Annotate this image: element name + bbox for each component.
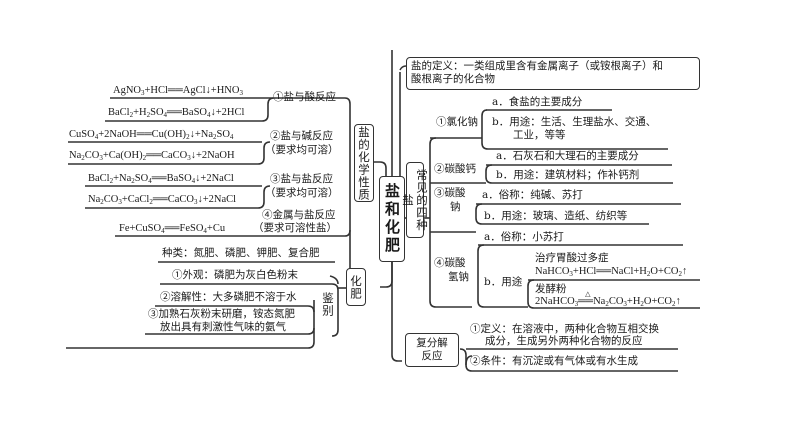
salt-caco3-a: a．石灰石和大理石的主要成分 (496, 150, 639, 162)
branch-salt-salt-label: ③盐与盐反应 (270, 173, 333, 185)
equation-na2co3-caoh2: Na2CO3+Ca(OH)2══CaCO3↓+2NaOH (69, 150, 235, 162)
branch-salt-base-note: （要求均可溶） (265, 144, 339, 156)
branch-salt-acid-label: ①盐与酸反应 (273, 91, 336, 103)
equation-bacl2-na2so4: BaCl2+Na2SO4══BaSO4↓+2NaCl (88, 173, 234, 185)
equation-fe-cuso4: Fe+CuSO4══FeSO4+Cu (119, 223, 226, 235)
branch-salt-salt-note: （要求均可溶） (265, 187, 339, 199)
equation-nahco3-decompose: 2NaHCO3══△Na2CO3+H2O+CO2↑ (535, 290, 681, 308)
root-title: 盐和化肥 (383, 183, 401, 255)
double-decomposition-label1: 复分解 (416, 337, 448, 349)
fertilizer-identify-label: 鉴别 (321, 292, 335, 317)
salt-caco3-b: b．用途：建筑材料；作补钙剂 (496, 169, 640, 181)
identify-grinding-line1: ③加熟石灰粉末研磨，铵态氮肥 (148, 308, 295, 320)
node-fertilizer: 化肥 (346, 268, 366, 306)
connector (344, 97, 351, 300)
salt-caco3-label: ②碳酸钙 (434, 163, 476, 175)
double-decomposition-label2: 反应 (421, 350, 443, 362)
node-common-salts: 常见的四种盐 (401, 162, 429, 238)
double-decomposition-condition: ②条件：有沉淀或有气体或有水生成 (470, 355, 638, 367)
equation-na2co3-cacl2: Na2CO3+CaCl2══CaCO3↓+2NaCl (88, 194, 237, 206)
salt-nacl-a: a．食盐的主要成分 (492, 96, 583, 108)
salt-nahco3-a: a．俗称：小苏打 (484, 231, 564, 243)
common-salts-label: 常见的四种盐 (401, 168, 429, 232)
salt-na2co3-label1: ③碳酸 (434, 187, 466, 199)
use-stomach-acid-title: 治疗胃酸过多症 (535, 252, 609, 264)
connector (105, 97, 345, 122)
salt-na2co3-a: a．俗称：纯碱、苏打 (482, 189, 583, 201)
connector (475, 203, 649, 225)
equation-agno3-hcl: AgNO3+HCl══AgCl↓+HNO3 (113, 85, 243, 97)
connector (391, 262, 402, 362)
definition-line2: 酸根离子的化合物 (411, 73, 495, 85)
salt-nahco3-b-label: b．用途 (484, 276, 523, 288)
node-double-decomposition: 复分解 反应 (405, 333, 459, 367)
identify-appearance: ①外观：磷肥为灰白色粉末 (172, 269, 298, 281)
connector (399, 65, 407, 71)
connector (485, 164, 673, 184)
salt-nacl-b1: b．用途：生活、生理盐水、交通、 (492, 116, 657, 128)
salt-nahco3-label1: ④碳酸 (434, 257, 466, 269)
equation-nahco3-hcl: NaHCO3+HCl══NaCl+H2O+CO2↑ (535, 266, 688, 278)
salt-nacl-b2: 工业，等等 (513, 129, 566, 141)
salt-nahco3-label2: 氢钠 (448, 271, 469, 283)
salt-nacl-label: ①氯化钠 (436, 116, 478, 128)
connector (380, 262, 393, 288)
branch-metal-salt-label: ④金属与盐反应 (262, 209, 336, 221)
branch-salt-base-label: ②盐与碱反应 (270, 130, 333, 142)
fertilizer-label: 化肥 (349, 274, 363, 300)
fertilizer-types: 种类：氮肥、磷肥、钾肥、复合肥 (162, 247, 320, 259)
connector (527, 279, 700, 309)
connector (160, 283, 339, 337)
connector (481, 109, 668, 150)
connector (85, 185, 271, 209)
connector (465, 355, 473, 366)
salt-na2co3-label2: 钠 (450, 201, 461, 213)
double-decomposition-def1: ①定义：在溶液中，两种化合物互相交换 (470, 323, 659, 335)
equation-bacl2-h2so4: BaCl2+H2SO4══BaSO4↓+2HCl (108, 107, 245, 119)
identify-solubility: ②溶解性：大多磷肥不溶于水 (160, 291, 297, 303)
connector (329, 275, 339, 285)
definition-line1: 盐的定义：一类组成里含有金属离子（或铵根离子）和 (411, 60, 663, 72)
node-chemical-properties: 盐的化学性质 (354, 124, 374, 202)
use-baking-powder-title: 发酵粉 (535, 283, 567, 295)
equation-cuso4-naoh: CuSO4+2NaOH══Cu(OH)2↓+Na2SO4 (69, 129, 234, 141)
double-decomposition-def2: 成分，生成另外两种化合物的反应 (485, 335, 643, 347)
branch-metal-salt-note: （要求可溶性盐） (253, 222, 337, 234)
connector (115, 229, 351, 237)
root-node-salt-and-fertilizer: 盐和化肥 (379, 176, 405, 262)
connector (477, 244, 528, 308)
identify-grinding-line2: 放出具有刺激性气味的氨气 (160, 321, 286, 333)
salt-na2co3-b: b．用途：玻璃、造纸、纺织等 (484, 210, 628, 222)
chemical-properties-label: 盐的化学性质 (357, 125, 371, 201)
connector (68, 141, 271, 165)
connector (374, 161, 387, 176)
connector (66, 300, 315, 349)
node-salt-definition: 盐的定义：一类组成里含有金属离子（或铵根离子）和 酸根离子的化合物 (406, 57, 700, 90)
